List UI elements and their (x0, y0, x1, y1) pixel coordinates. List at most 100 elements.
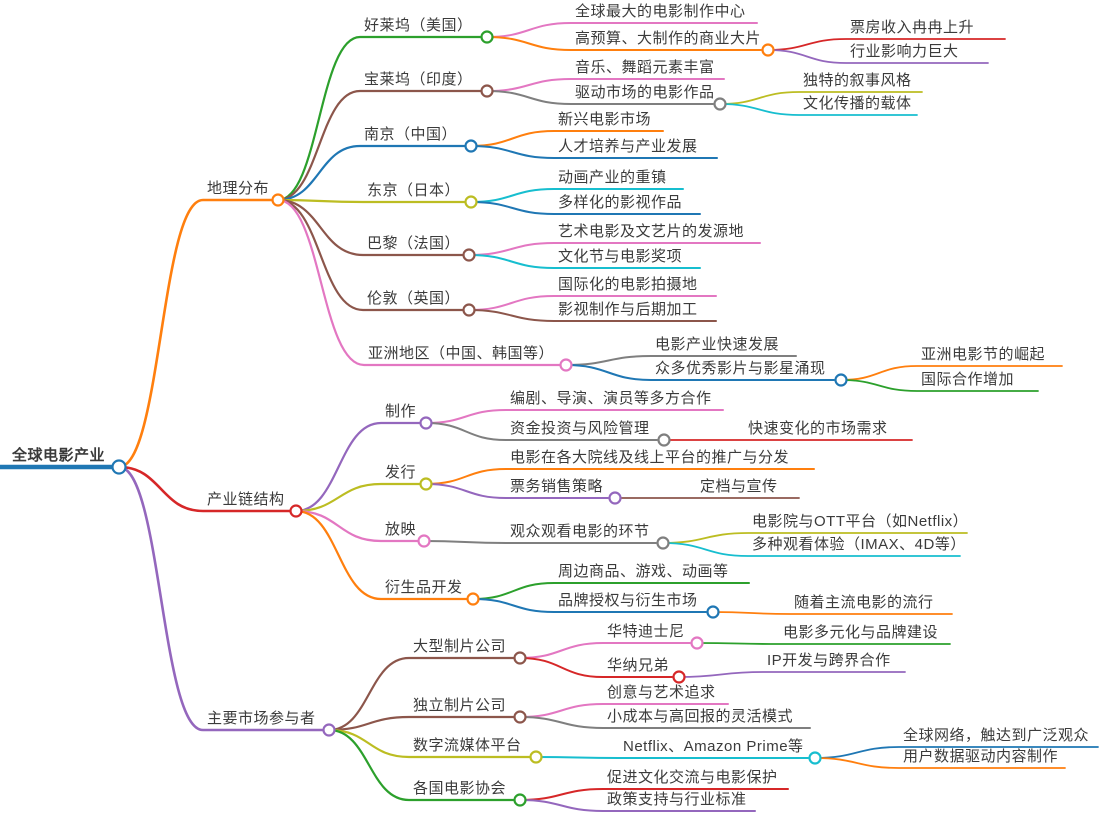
node-d1[interactable]: 电影在各大院线及线上平台的推广与分发 (510, 449, 790, 466)
node-circle-studio[interactable] (513, 651, 527, 665)
node-circle-a2[interactable] (834, 373, 848, 387)
node-as2[interactable]: 政策支持与行业标准 (607, 791, 747, 808)
branch-line-a2b (840, 379, 1039, 392)
node-stream[interactable]: 数字流媒体平台 (413, 737, 522, 754)
branch-line-st1 (519, 642, 691, 659)
node-chain[interactable]: 产业链结构 (207, 491, 285, 508)
node-circle-prod[interactable] (419, 416, 433, 430)
node-circle-root[interactable] (111, 459, 127, 475)
node-p1[interactable]: 艺术电影及文艺片的发源地 (558, 223, 745, 240)
node-in1[interactable]: 创意与艺术追求 (607, 684, 716, 701)
node-circle-s1[interactable] (656, 536, 670, 550)
node-h2a[interactable]: 票房收入冉冉上升 (850, 19, 975, 36)
node-a2[interactable]: 众多优秀影片与影星涌现 (655, 360, 826, 377)
node-t2[interactable]: 多样化的影视作品 (558, 194, 683, 211)
node-s1a[interactable]: 电影院与OTT平台（如Netflix） (752, 513, 969, 530)
node-circle-st1[interactable] (690, 636, 704, 650)
node-studio[interactable]: 大型制片公司 (413, 638, 507, 655)
node-circle-b2[interactable] (713, 97, 727, 111)
node-players[interactable]: 主要市场参与者 (207, 710, 316, 727)
node-circle-bollywood[interactable] (480, 84, 494, 98)
node-circle-hollywood[interactable] (480, 30, 494, 44)
node-circle-stream[interactable] (529, 750, 543, 764)
node-circle-players[interactable] (322, 723, 336, 737)
node-dv2a[interactable]: 随着主流电影的流行 (794, 594, 934, 611)
node-circle-show[interactable] (417, 534, 431, 548)
node-circle-paris[interactable] (462, 248, 476, 262)
node-root[interactable]: 全球电影产业 (12, 447, 106, 464)
node-st2a[interactable]: IP开发与跨界合作 (767, 652, 891, 669)
node-circle-st2[interactable] (672, 670, 686, 684)
node-sm1[interactable]: Netflix、Amazon Prime等 (623, 738, 804, 755)
node-tokyo[interactable]: 东京（日本） (367, 182, 461, 199)
node-hollywood[interactable]: 好莱坞（美国） (364, 17, 473, 34)
node-st1a[interactable]: 电影多元化与品牌建设 (783, 624, 939, 641)
node-circle-london[interactable] (462, 303, 476, 317)
branch-line-a2a (840, 365, 1063, 381)
branch-line-dv2a (712, 611, 953, 615)
node-t1[interactable]: 动画产业的重镇 (558, 169, 667, 186)
node-b2a[interactable]: 独特的叙事风格 (803, 72, 912, 89)
node-pr2a[interactable]: 快速变化的市场需求 (748, 420, 888, 437)
node-b2b[interactable]: 文化传播的载体 (803, 95, 912, 112)
branch-line-assoc (327, 728, 515, 802)
node-circle-geo[interactable] (271, 193, 285, 207)
node-london[interactable]: 伦敦（英国） (367, 290, 461, 307)
node-circle-dv2[interactable] (706, 605, 720, 619)
node-assoc[interactable]: 各国电影协会 (413, 780, 507, 797)
branch-line-asia (276, 198, 561, 367)
node-p2[interactable]: 文化节与电影奖项 (558, 248, 683, 265)
node-circle-asia[interactable] (559, 358, 573, 372)
node-s1[interactable]: 观众观看电影的环节 (510, 523, 650, 540)
node-sm1b[interactable]: 用户数据驱动内容制作 (903, 748, 1059, 765)
node-bollywood[interactable]: 宝莱坞（印度） (364, 71, 473, 88)
node-as1[interactable]: 促进文化交流与电影保护 (607, 769, 778, 786)
node-circle-deriv[interactable] (466, 592, 480, 606)
node-n1[interactable]: 新兴电影市场 (558, 111, 652, 128)
node-circle-tokyo[interactable] (464, 195, 478, 209)
node-circle-dist[interactable] (419, 477, 433, 491)
node-pr2[interactable]: 资金投资与风险管理 (510, 420, 650, 437)
node-prod[interactable]: 制作 (385, 403, 417, 420)
node-circle-nanjing[interactable] (464, 139, 478, 153)
node-asia[interactable]: 亚洲地区（中国、韩国等） (368, 345, 555, 362)
node-dist[interactable]: 发行 (385, 464, 417, 481)
node-dv2[interactable]: 品牌授权与衍生市场 (558, 592, 698, 609)
node-b2[interactable]: 驱动市场的电影作品 (575, 84, 715, 101)
node-indie[interactable]: 独立制片公司 (413, 697, 507, 714)
node-circle-sm1[interactable] (808, 751, 822, 765)
node-a1[interactable]: 电影产业快速发展 (655, 336, 780, 353)
node-lo2[interactable]: 影视制作与后期加工 (558, 301, 698, 318)
node-geo[interactable]: 地理分布 (207, 180, 270, 197)
node-in2[interactable]: 小成本与高回报的灵活模式 (607, 708, 794, 725)
node-n2[interactable]: 人才培养与产业发展 (558, 138, 698, 155)
node-st2[interactable]: 华纳兄弟 (607, 657, 670, 674)
node-st1[interactable]: 华特迪士尼 (607, 623, 685, 640)
node-circle-d2[interactable] (608, 491, 622, 505)
node-paris[interactable]: 巴黎（法国） (367, 235, 461, 252)
node-circle-h2[interactable] (761, 43, 775, 57)
node-circle-assoc[interactable] (513, 793, 527, 807)
node-pr1[interactable]: 编剧、导演、演员等多方合作 (510, 390, 712, 407)
node-nanjing[interactable]: 南京（中国） (364, 126, 458, 143)
node-d2a[interactable]: 定档与宣传 (700, 478, 778, 495)
branch-line-st1a (696, 642, 951, 645)
node-circle-indie[interactable] (513, 710, 527, 724)
node-s1b[interactable]: 多种观看体验（IMAX、4D等） (752, 536, 966, 553)
node-circle-pr2[interactable] (657, 433, 671, 447)
node-show[interactable]: 放映 (385, 521, 417, 538)
node-a2b[interactable]: 国际合作增加 (921, 371, 1015, 388)
node-b1[interactable]: 音乐、舞蹈元素丰富 (575, 59, 715, 76)
branch-line-sm1 (535, 756, 809, 759)
node-circle-chain[interactable] (289, 504, 303, 518)
node-sm1a[interactable]: 全球网络，触达到广泛观众 (903, 727, 1090, 744)
node-h2[interactable]: 高预算、大制作的商业大片 (575, 30, 762, 47)
node-d2[interactable]: 票务销售策略 (510, 478, 604, 495)
node-a2a[interactable]: 亚洲电影节的崛起 (921, 346, 1046, 363)
node-lo1[interactable]: 国际化的电影拍摄地 (558, 276, 698, 293)
node-dv1[interactable]: 周边商品、游戏、动画等 (558, 563, 729, 580)
node-h1[interactable]: 全球最大的电影制作中心 (575, 3, 746, 20)
node-h2b[interactable]: 行业影响力巨大 (850, 43, 959, 60)
node-deriv[interactable]: 衍生品开发 (385, 579, 463, 596)
